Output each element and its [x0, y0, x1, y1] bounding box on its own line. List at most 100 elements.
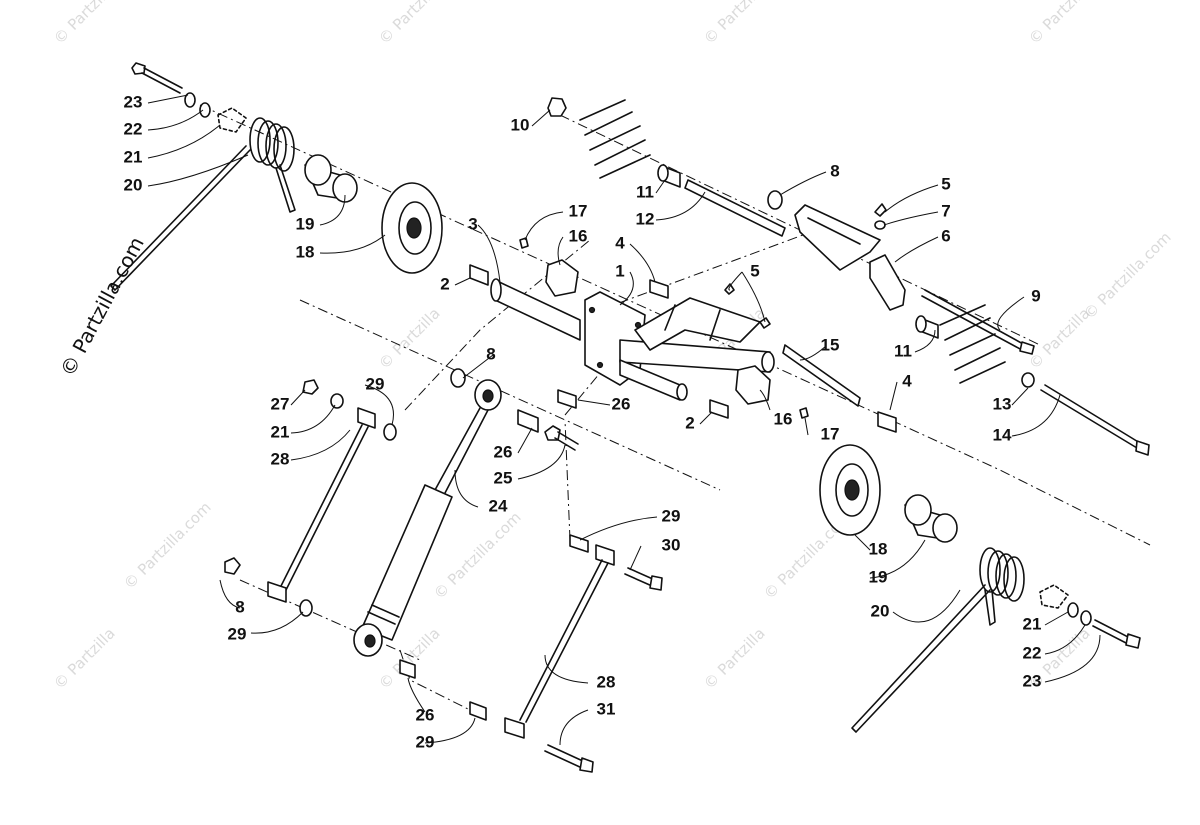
- callout-29-left-bottom: 29: [228, 624, 247, 643]
- callout-16-left: 16: [569, 226, 588, 245]
- bushing-29-left-top: [383, 423, 397, 441]
- pivot-arm-1: [490, 278, 775, 401]
- grease-fitting-5-mid: [724, 283, 735, 295]
- callout-28-right: 28: [597, 672, 616, 691]
- nut-10: [547, 97, 567, 117]
- spacer-26-lower: [399, 659, 416, 679]
- callout-2-left: 2: [440, 274, 449, 293]
- nut-27: [302, 379, 319, 395]
- callout-8-lower: 8: [235, 597, 244, 616]
- watermark-label: © Partzilla.com: [55, 233, 149, 381]
- washer-13: [1021, 372, 1035, 388]
- callout-21-link: 21: [271, 422, 290, 441]
- callout-18-right: 18: [869, 539, 888, 558]
- bumper-16-left: [545, 259, 579, 297]
- callout-25: 25: [494, 468, 513, 487]
- spacer-8-shock: [450, 368, 466, 388]
- callout-12: 12: [636, 209, 655, 228]
- bushing-2-left: [469, 264, 489, 286]
- callout-21-left: 21: [124, 147, 143, 166]
- callout-11-right: 11: [894, 341, 912, 360]
- bolt-14: [1040, 384, 1150, 456]
- bolt-23-left: [131, 62, 183, 94]
- watermark-tile: © Partzilla: [700, 624, 769, 693]
- callout-26-shock: 26: [494, 442, 513, 461]
- washer-7: [874, 220, 886, 230]
- mount-bracket-6: [794, 204, 906, 311]
- callout-22-left: 22: [124, 119, 143, 138]
- watermark-tile: © Partzilla: [375, 0, 444, 48]
- callout-8-shock: 8: [486, 344, 495, 363]
- bolt-9: [921, 289, 1035, 355]
- bushing-11-right: [915, 315, 939, 339]
- callout-15: 15: [821, 335, 840, 354]
- torsion-spring-20-left: [110, 117, 296, 291]
- watermark-tile: © Partzilla: [375, 304, 444, 373]
- callout-18-left: 18: [296, 242, 315, 261]
- callout-20-left: 20: [124, 175, 143, 194]
- watermark-tile: © Partzilla.com: [430, 508, 525, 603]
- callout-26-mid: 26: [612, 394, 631, 413]
- link-rod-28-right: [504, 544, 615, 739]
- bumper-16-right: [735, 365, 771, 405]
- bushing-4-right: [877, 411, 897, 433]
- callout-5-mid: 5: [750, 261, 759, 280]
- leader-lines: [147, 94, 1101, 746]
- nut-8-lower: [224, 557, 241, 575]
- watermark-tile: © Partzilla: [50, 624, 119, 693]
- washer-21-link: [330, 393, 344, 409]
- spacer-26-mid: [557, 389, 577, 409]
- callout-30: 30: [662, 535, 681, 554]
- bushing-4-left: [649, 279, 669, 299]
- chassis-hatching: [579, 99, 1006, 384]
- callout-23-left: 23: [124, 92, 143, 111]
- spacer-26-shock: [517, 409, 539, 433]
- callout-26-lower: 26: [416, 705, 435, 724]
- clip-17-left: [519, 237, 529, 249]
- callout-2-right: 2: [685, 413, 694, 432]
- callout-4-right: 4: [902, 371, 912, 390]
- washer-22-left: [184, 92, 196, 108]
- spacer-8-top: [767, 190, 783, 210]
- shaft-12: [684, 179, 786, 237]
- washer-21-right: [1067, 602, 1079, 618]
- washer-22-right: [1080, 610, 1092, 626]
- shock-absorber-24: [353, 379, 502, 657]
- callout-13: 13: [993, 394, 1012, 413]
- callout-29-lower: 29: [416, 732, 435, 751]
- callouts: 23 22 21 20 19 18 3 2 17 16 1 4 10 11 12…: [124, 92, 1042, 751]
- callout-19-right: 19: [869, 567, 888, 586]
- callout-31: 31: [597, 699, 616, 718]
- bolt-30: [624, 567, 663, 591]
- spring-anchor-right: [1039, 584, 1069, 609]
- idler-wheel-18-right: [819, 444, 881, 536]
- callout-29-right-top: 29: [662, 506, 681, 525]
- bushing-11-upper: [657, 164, 681, 188]
- callout-21-right: 21: [1023, 614, 1042, 633]
- bolt-25: [544, 425, 579, 451]
- callout-17-left: 17: [569, 201, 588, 220]
- callout-23-right: 23: [1023, 671, 1042, 690]
- bushing-29-lower: [469, 701, 487, 721]
- callout-20-right: 20: [871, 601, 890, 620]
- clip-17-right: [799, 407, 809, 419]
- watermark-tile: © Partzilla.com: [1080, 228, 1175, 323]
- callout-5-top: 5: [941, 174, 950, 193]
- bolt-23-right: [1092, 619, 1141, 649]
- callout-6: 6: [941, 226, 950, 245]
- callout-28-left: 28: [271, 449, 290, 468]
- callout-17-right: 17: [821, 424, 840, 443]
- callout-27: 27: [271, 394, 290, 413]
- callout-19-left: 19: [296, 214, 315, 233]
- callout-10: 10: [511, 115, 530, 134]
- watermark-tile: © Partzilla.com: [120, 498, 215, 593]
- callout-11-upper: 11: [636, 182, 654, 201]
- callout-22-right: 22: [1023, 643, 1042, 662]
- sleeve-19-left: [304, 154, 358, 203]
- callout-29-left-top: 29: [366, 374, 385, 393]
- callout-7: 7: [941, 201, 950, 220]
- bushing-2-right: [709, 399, 729, 419]
- callout-4-left: 4: [615, 233, 625, 252]
- bolt-31: [544, 744, 594, 773]
